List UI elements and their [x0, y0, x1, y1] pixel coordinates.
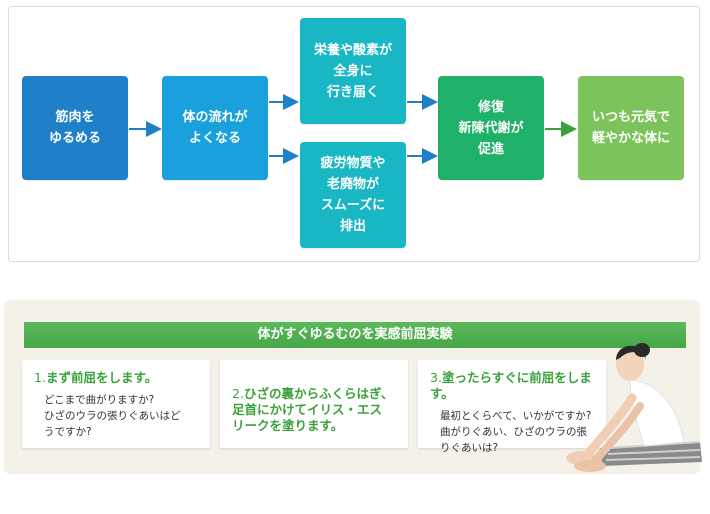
flow-node-waste-removal: 疲労物質や 老廃物が スムーズに 排出	[300, 142, 406, 248]
experiment-panel: 体がすぐゆるむのを実感前屈実験 1.まず前屈をします。 どこまで曲がりますか? …	[4, 300, 700, 474]
flow-node-circulation: 体の流れが よくなる	[162, 76, 268, 180]
step-card-3: 3.塗ったらすぐに前屈をします。 最初とくらべて、いかがですか? 曲がりぐあい、…	[418, 360, 606, 454]
experiment-title: 体がすぐゆるむのを実感前屈実験	[24, 322, 686, 348]
flow-node-nutrients: 栄養や酸素が 全身に 行き届く	[300, 18, 406, 124]
flow-node-metabolism: 修復 新陳代謝が 促進	[438, 76, 544, 180]
flow-node-relax-muscles: 筋肉を ゆるめる	[22, 76, 128, 180]
flow-arrows	[129, 94, 577, 164]
step-1-title: 1.まず前屈をします。	[34, 370, 158, 385]
step-card-2: 2.ひざの裏からふくらはぎ、 足首にかけてイリス・エス リークを塗ります。	[220, 360, 408, 448]
step-2-title: 2.ひざの裏からふくらはぎ、 足首にかけてイリス・エス リークを塗ります。	[232, 386, 394, 433]
woman-stretching-image	[566, 343, 702, 472]
step-3-title: 3.塗ったらすぐに前屈をします。	[430, 370, 592, 401]
step-3-body: 最初とくらべて、いかがですか? 曲がりぐあい、ひざのウラの張 りぐあいは?	[440, 410, 592, 454]
step-1-body: どこまで曲がりますか? ひざのウラの張りぐあいはど うですか?	[44, 394, 181, 438]
step-card-1: 1.まず前屈をします。 どこまで曲がりますか? ひざのウラの張りぐあいはど うで…	[22, 360, 210, 448]
flow-node-energetic-body: いつも元気で 軽やかな体に	[578, 76, 684, 180]
